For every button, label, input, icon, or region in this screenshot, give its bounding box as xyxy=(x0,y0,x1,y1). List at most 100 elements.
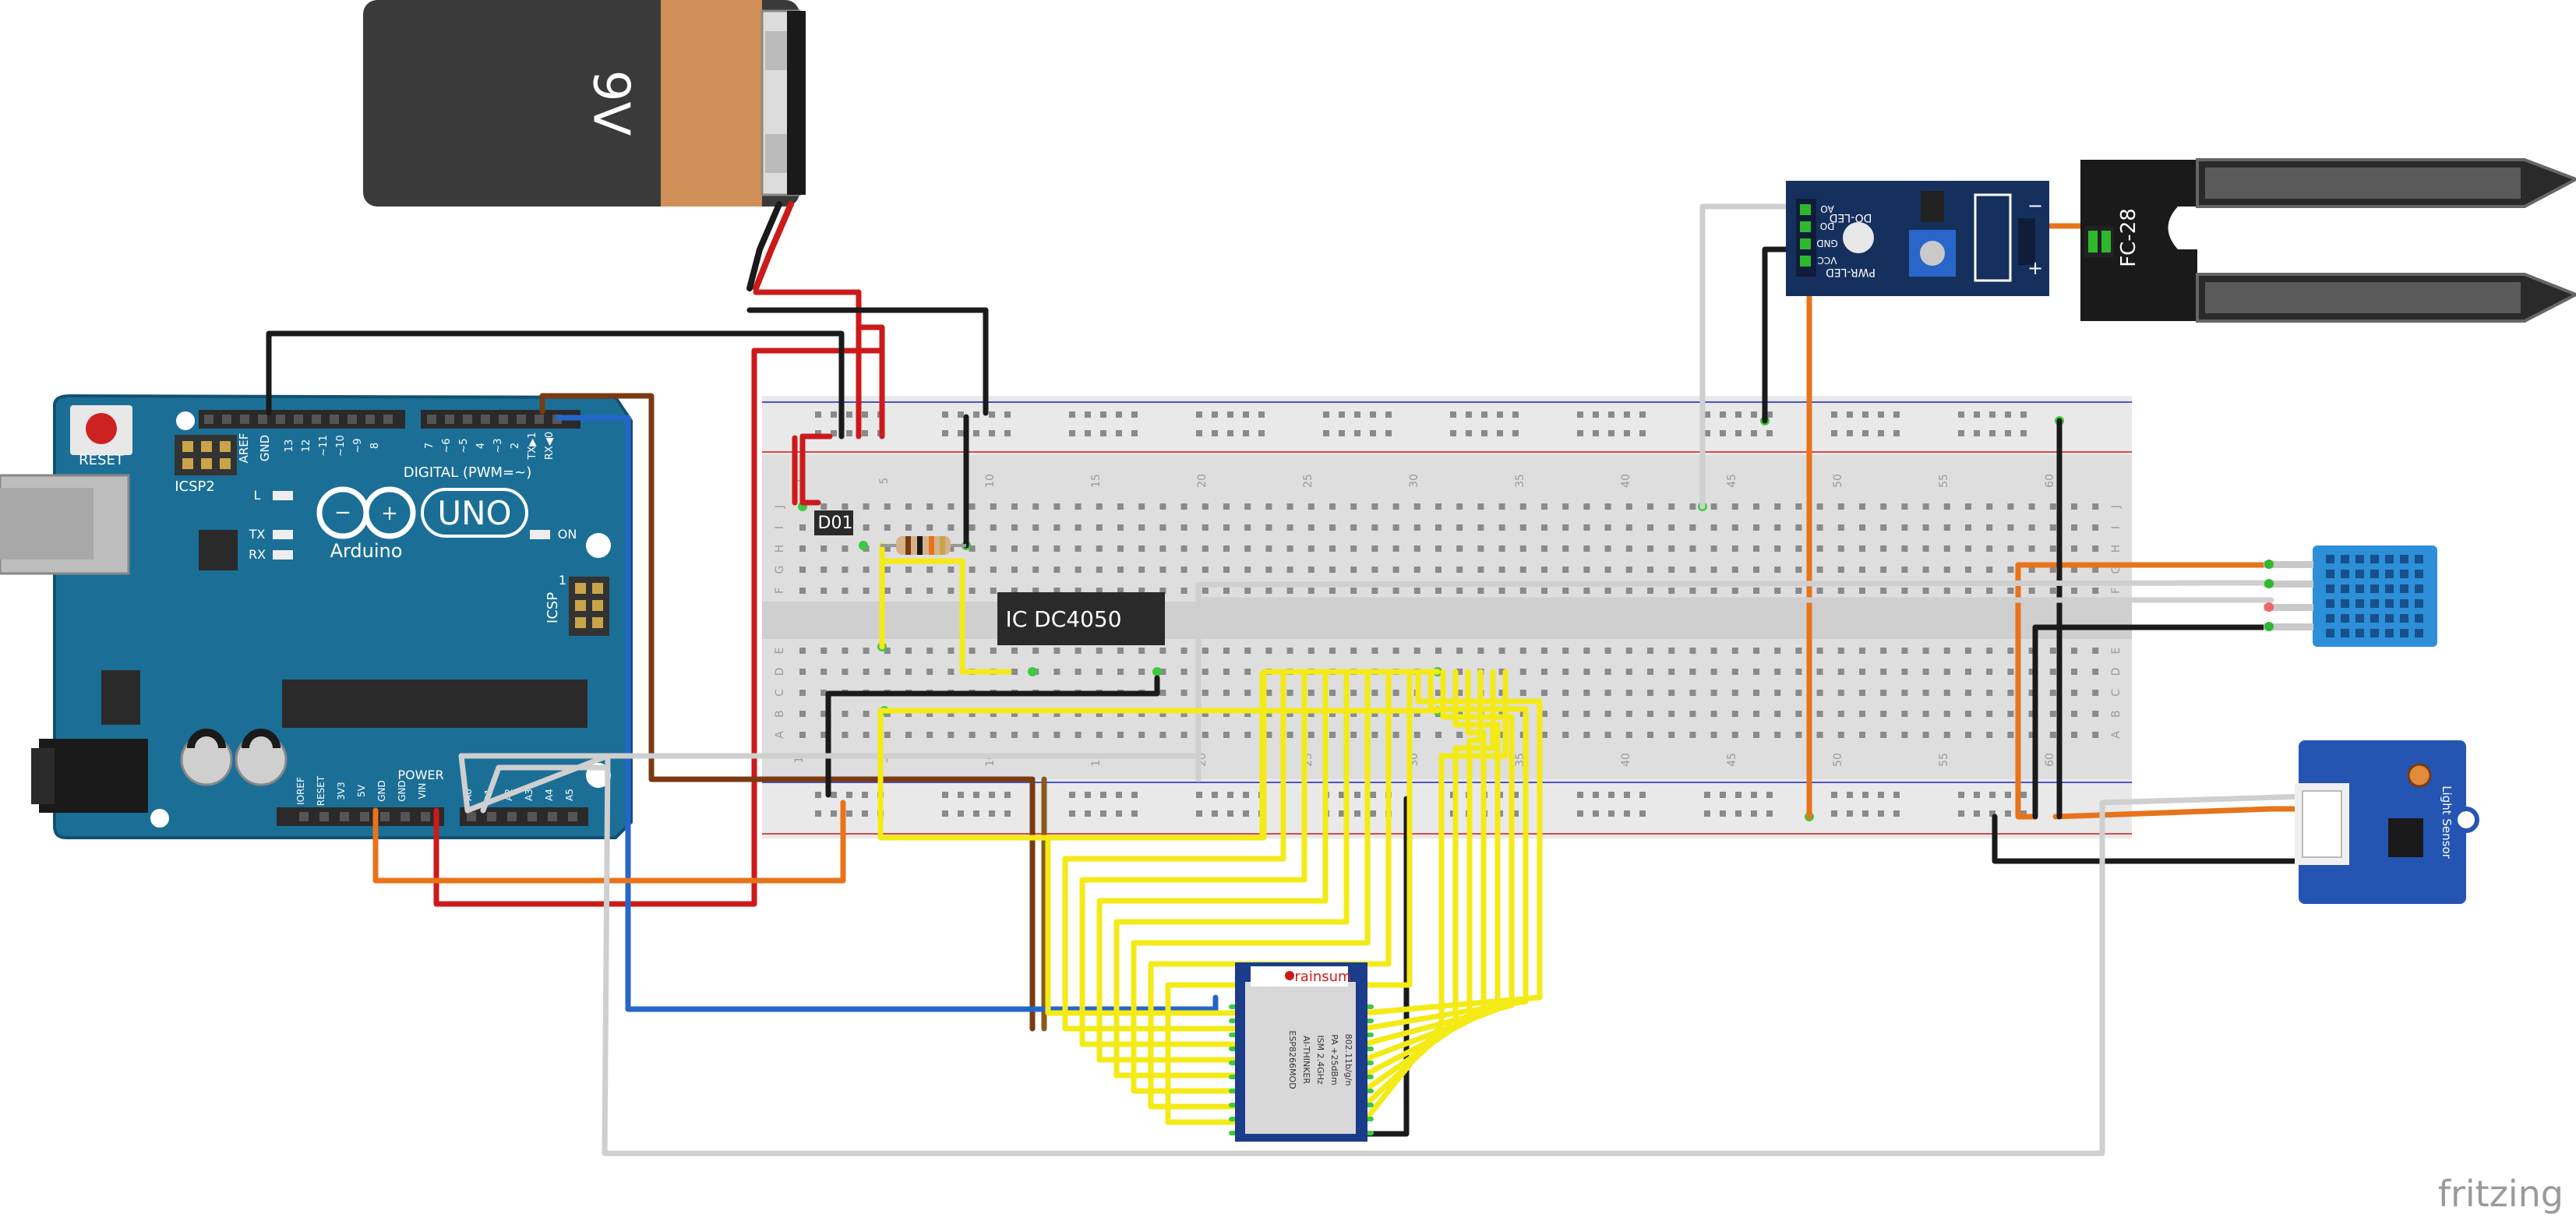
esp-text-line: ESP8266MOD xyxy=(1287,1030,1297,1089)
row-letter: I xyxy=(2110,526,2123,529)
power-pin-label: GND xyxy=(376,780,387,802)
row-letter: D xyxy=(2110,668,2123,676)
power-pin-label: RESET xyxy=(316,775,326,806)
esp-text-line: ISM 2.4GHz xyxy=(1315,1035,1325,1085)
column-number: 35 xyxy=(1514,474,1526,488)
esp-text-line: AI-THINKER xyxy=(1301,1036,1311,1084)
power-label: POWER xyxy=(397,768,443,782)
battery-label: 9V xyxy=(581,70,639,136)
row-letter: C xyxy=(2110,689,2123,697)
svg-text:+: + xyxy=(381,502,398,525)
analog-pin-label: A3 xyxy=(524,789,535,801)
diode-d01: D01 xyxy=(814,510,861,535)
row-letter: F xyxy=(2110,588,2123,594)
row-letter: J xyxy=(2110,505,2123,509)
probe-plus: + xyxy=(2027,257,2043,279)
row-letter: B xyxy=(2110,710,2123,718)
moisture-led1: DO-LED xyxy=(1830,211,1872,224)
power-pin-label: 3V3 xyxy=(336,782,347,800)
column-number: 40 xyxy=(1620,753,1632,767)
column-number: 60 xyxy=(2044,753,2056,767)
row-letter: G xyxy=(774,566,786,574)
column-number: 1 xyxy=(793,757,806,764)
digital-pin-label: ~3 xyxy=(492,438,504,453)
row-letter: H xyxy=(774,545,786,553)
digital-pin-label: 7 xyxy=(424,443,436,449)
brand-label: Arduino xyxy=(330,540,403,562)
led-on-label: ON xyxy=(558,527,577,542)
reset-label: RESET xyxy=(79,452,125,468)
column-number: 40 xyxy=(1620,474,1632,488)
power-pin-label: VIN xyxy=(417,783,428,800)
column-number: 10 xyxy=(984,474,997,488)
moisture-pin-label: AO xyxy=(1820,203,1833,214)
row-letter: F xyxy=(774,588,786,594)
icsp-label: ICSP xyxy=(545,592,561,623)
row-letter: I xyxy=(774,526,786,529)
digital-pin-label: RX◀0 xyxy=(544,432,556,460)
ic-dc4050: IC DC4050 xyxy=(997,592,1165,645)
column-number: 60 xyxy=(2044,474,2056,488)
arduino-logo: − + xyxy=(316,486,528,539)
moisture-pin-label: DO xyxy=(1820,221,1835,231)
column-number: 15 xyxy=(1090,474,1103,488)
digital-pin-label: 4 xyxy=(475,443,487,449)
breadboard-column-numbers: 1155101015152020252530303535404045455050… xyxy=(793,474,2056,767)
digital-pin-label: ~9 xyxy=(352,438,364,453)
model-label: UNO xyxy=(437,494,511,532)
breadboard: 1155101015152020252530303535404045455050… xyxy=(762,396,2132,838)
power-pin-label: IOREF xyxy=(295,777,306,805)
row-letter: C xyxy=(774,689,786,697)
esp-text-line: PA +25dBm xyxy=(1329,1034,1339,1085)
power-pin-label: 5V xyxy=(356,784,367,797)
analog-pin-label: A5 xyxy=(564,789,575,801)
fritzing-watermark: fritzing xyxy=(2438,1173,2564,1215)
row-letter: E xyxy=(774,648,786,655)
gnd-label-top: GND xyxy=(258,435,272,461)
column-number: 45 xyxy=(1726,753,1738,767)
icsp-header xyxy=(569,577,609,636)
power-pin-label: GND xyxy=(397,780,408,802)
moisture-pin-label: GND xyxy=(1816,238,1838,249)
esp-text-line: 802.11b/g/n xyxy=(1343,1034,1353,1086)
battery-9v: 9V xyxy=(363,0,806,207)
column-number: 50 xyxy=(1832,474,1844,488)
svg-text:−: − xyxy=(334,501,351,524)
light-sensor-vcc: VCC xyxy=(2309,824,2331,837)
column-number: 30 xyxy=(1408,474,1420,488)
row-letter: G xyxy=(2110,566,2123,574)
column-number: 55 xyxy=(1938,474,1950,488)
led-l-label: L xyxy=(254,488,261,503)
row-letter: A xyxy=(2110,731,2123,739)
digital-pin-label: ~10 xyxy=(335,435,347,456)
light-sensor-gnd: GND xyxy=(2308,842,2333,855)
column-number: 1 xyxy=(793,478,806,485)
icsp2-header xyxy=(175,435,237,475)
icsp-pin-one: 1 xyxy=(559,573,566,588)
wires xyxy=(266,201,2360,1156)
dht11-sensor xyxy=(2264,545,2437,647)
aref-label: AREF xyxy=(237,433,251,464)
digital-pin-label: 8 xyxy=(369,443,381,449)
row-letter: D xyxy=(774,668,786,676)
led-rx-label: RX xyxy=(249,547,266,562)
light-sensor-module: Light Sensor VCC GND xyxy=(2295,740,2479,904)
column-number: 20 xyxy=(1196,474,1209,488)
row-letter: J xyxy=(774,505,786,509)
power-pin-labels: IOREF RESET 3V3 5V GND GND VIN xyxy=(295,775,430,821)
column-number: 55 xyxy=(1938,753,1950,767)
esp-brand: rainsum xyxy=(1294,969,1351,985)
digital-pin-label: ~5 xyxy=(458,438,470,453)
column-number: 25 xyxy=(1302,474,1314,488)
led-tx-label: TX xyxy=(249,527,266,542)
row-letter: H xyxy=(2110,545,2123,553)
fc28-probe: FC-28 − + xyxy=(2027,158,2576,323)
column-number: 5 xyxy=(878,757,891,764)
light-sensor-label: Light Sensor xyxy=(2440,786,2454,859)
ic-label: IC DC4050 xyxy=(1005,606,1121,632)
row-letter: B xyxy=(774,710,786,718)
